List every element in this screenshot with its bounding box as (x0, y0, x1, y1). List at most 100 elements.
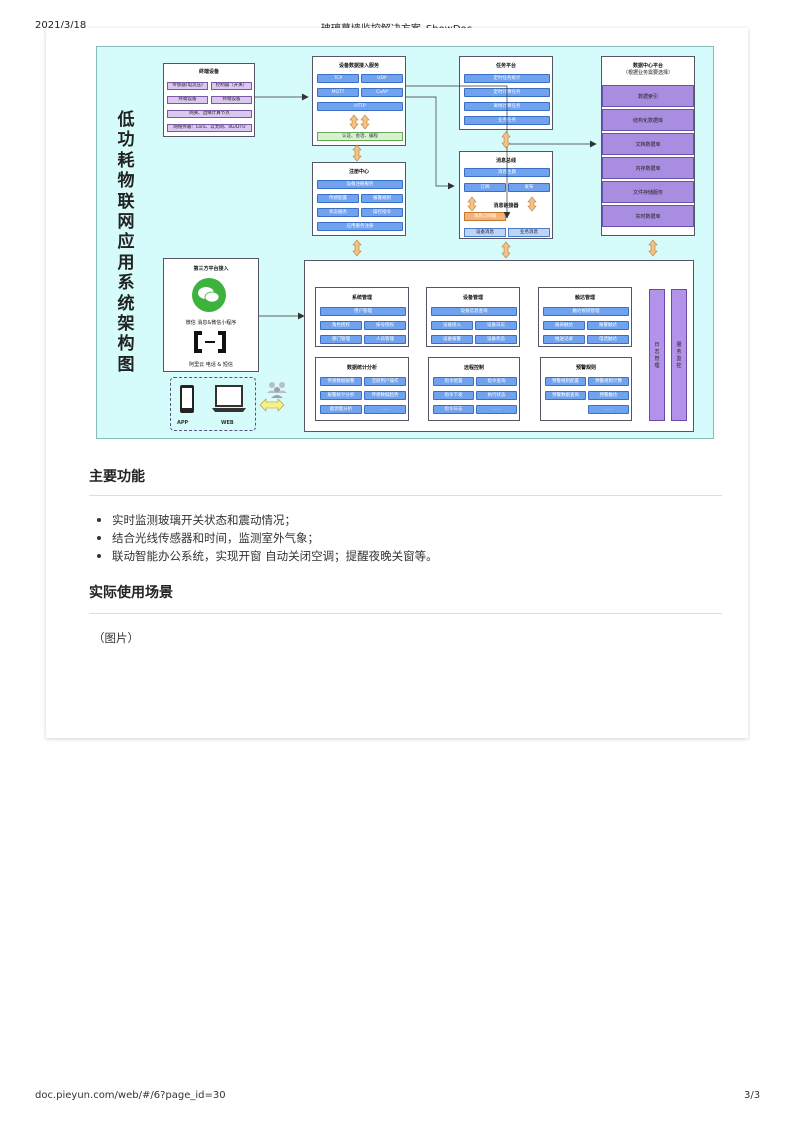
registry-item: 操控指令 (361, 208, 403, 217)
terminal-row: 传感器(电流压) (167, 82, 208, 90)
module-item: 电话触达 (587, 335, 629, 344)
bullet-dot (97, 554, 101, 558)
module-item: 指令查询 (476, 377, 517, 386)
section-usage-scenarios: 实际使用场景 (89, 585, 173, 601)
module-remote-control: 远程控制 指令配置 指令查询 指令下发 执行状态 指令日志 …… (428, 357, 520, 421)
terminal-row: 网络传输：Lora、以太网、4G/DTU (167, 124, 252, 132)
terminal-title: 终端设备 (198, 69, 219, 75)
double-arrow-icon (349, 114, 370, 130)
module-item: 按号授权 (364, 321, 406, 330)
feature-item: 联动智能办公系统，实现开窗 自动关闭空调；提醒夜晚关窗等。 (112, 549, 438, 563)
message-bus-box: 消息总线 消息主题 订阅 发布 消息链接器 消息订阅器 设备消息 业务消息 (459, 151, 553, 239)
double-arrow-icon (352, 144, 362, 162)
module-reach-management: 触达管理 触达规则管理 报表触达 报警触达 推送记录 电话触达 (538, 287, 632, 347)
module-item: 报警触达 (587, 321, 629, 330)
service-monitor-bar: 服务监控 (671, 289, 687, 421)
bus-orange: 消息订阅器 (464, 212, 506, 221)
module-item: 传感数据趋势 (364, 391, 406, 400)
arrow-icon (467, 196, 477, 212)
module-item: 预警触达 (588, 391, 629, 400)
client-app: APP (177, 420, 189, 426)
client-web: WEB (221, 420, 234, 426)
module-item: 预警数据查询 (545, 391, 586, 400)
module-item: 报表触达 (543, 321, 585, 330)
log-management-bar: 日志管理 (649, 289, 665, 421)
users-icon (267, 382, 287, 398)
registry-item: 报警规则 (361, 194, 403, 203)
feature-item: 实时监测玻璃开关状态和震动情况； (112, 513, 296, 527)
footer-url[interactable]: doc.pieyun.com/web/#/6?page_id=30 (35, 1090, 226, 1101)
access-item: TCP (317, 74, 359, 83)
module-item: 用户管理 (320, 307, 406, 316)
bus-title: 消息总线 (495, 158, 516, 164)
module-item: 设备日志 (475, 321, 517, 330)
datacenter-item: 文档数据库 (602, 133, 694, 155)
double-arrow-icon (352, 239, 362, 257)
clients-box: APP WEB (170, 377, 256, 431)
phone-icon (180, 385, 194, 413)
bus-bottom: 业务消息 (508, 228, 550, 237)
module-item: 预警规则配置 (545, 377, 586, 386)
module-title: 数据统计分析 (346, 365, 377, 371)
module-item: 角色授权 (320, 321, 362, 330)
module-item: 能源量分析 (320, 405, 362, 414)
datacenter-title: 数据中心平台 (632, 63, 663, 69)
datacenter-item: 文件存储服务 (602, 181, 694, 203)
module-item: 指令配置 (433, 377, 474, 386)
datacenter-item: 内存数据库 (602, 157, 694, 179)
diagram-vertical-title: 低功耗物联网应用系统架构图 (117, 110, 135, 375)
module-item: 指令日志 (433, 405, 474, 414)
module-item: 推送记录 (543, 335, 585, 344)
datacenter-item: 实时数据库 (602, 205, 694, 227)
header-date: 2021/3/18 (35, 20, 87, 31)
access-item: MQTT (317, 88, 359, 97)
datacenter-item: 数据索引 (602, 85, 694, 107)
wechat-label: 微信 消息&微信小程序 (185, 320, 237, 326)
data-access-service-box: 设备数据接入服务 TCP UDP MQTT CoAP HTTP 认证、会话、编程 (312, 56, 406, 146)
module-item: …… (476, 405, 517, 414)
bus-publish: 发布 (508, 183, 550, 192)
registry-title: 注册中心 (348, 169, 369, 175)
registry-item: 设备注册服务 (317, 180, 403, 189)
module-item: 设备信息查询 (431, 307, 517, 316)
module-title: 触达管理 (574, 295, 595, 301)
section-main-features: 主要功能 (89, 469, 145, 485)
bus-bottom: 设备消息 (464, 228, 506, 237)
double-arrow-icon (501, 241, 511, 259)
terminal-row: 网关、边缘计算节点 (167, 110, 252, 118)
module-item: 执行状态 (476, 391, 517, 400)
double-arrow-icon (501, 131, 511, 149)
task-title: 任务平台 (495, 63, 516, 69)
image-placeholder-text: （图片） (93, 631, 139, 645)
module-item: 传感数据报警 (320, 377, 362, 386)
data-center-box: 数据中心平台 （根据业务需要选择） 数据索引 结构化数据库 文档数据库 内存数据… (601, 56, 695, 236)
module-title: 设备管理 (462, 295, 483, 301)
laptop-icon (212, 385, 246, 412)
footer-page-number: 3/3 (744, 1090, 761, 1101)
divider (89, 495, 722, 496)
registry-item: 状态服务 (317, 208, 359, 217)
module-item: 设备报警 (431, 335, 473, 344)
module-title: 系统管理 (351, 295, 372, 301)
module-item: 设备接入 (431, 321, 473, 330)
side-bar-label: 服务监控 (676, 342, 682, 369)
access-item: UDP (361, 74, 403, 83)
module-item: 预警规则计算 (588, 377, 629, 386)
bullet-dot (97, 536, 101, 540)
module-item: 人员管理 (364, 335, 406, 344)
diagram-connectors (255, 85, 597, 320)
third-title: 第三方平台接入 (193, 266, 229, 272)
module-item: …… (588, 405, 629, 414)
module-item: 报警统计分析 (320, 391, 362, 400)
module-item: 设备状态 (475, 335, 517, 344)
module-device-management: 设备管理 设备信息查询 设备接入 设备日志 设备报警 设备状态 (426, 287, 520, 347)
datacenter-subtitle: （根据业务需要选择） (622, 70, 673, 76)
bus-router: 消息链接器 (493, 203, 519, 209)
bullet-dot (97, 518, 101, 522)
registry-item: 传感配置 (317, 194, 359, 203)
feature-item: 结合光线传感器和时间，监测室外气象； (112, 531, 319, 545)
module-alert-rules: 预警规则 预警规则配置 预警规则计算 预警数据查询 预警触达 …… (540, 357, 632, 421)
module-data-statistics: 数据统计分析 传感数据报警 活跃用户操作 报警统计分析 传感数据趋势 能源量分析… (315, 357, 409, 421)
registry-item: 应用服务注册 (317, 222, 403, 231)
module-title: 预警规则 (575, 365, 596, 371)
